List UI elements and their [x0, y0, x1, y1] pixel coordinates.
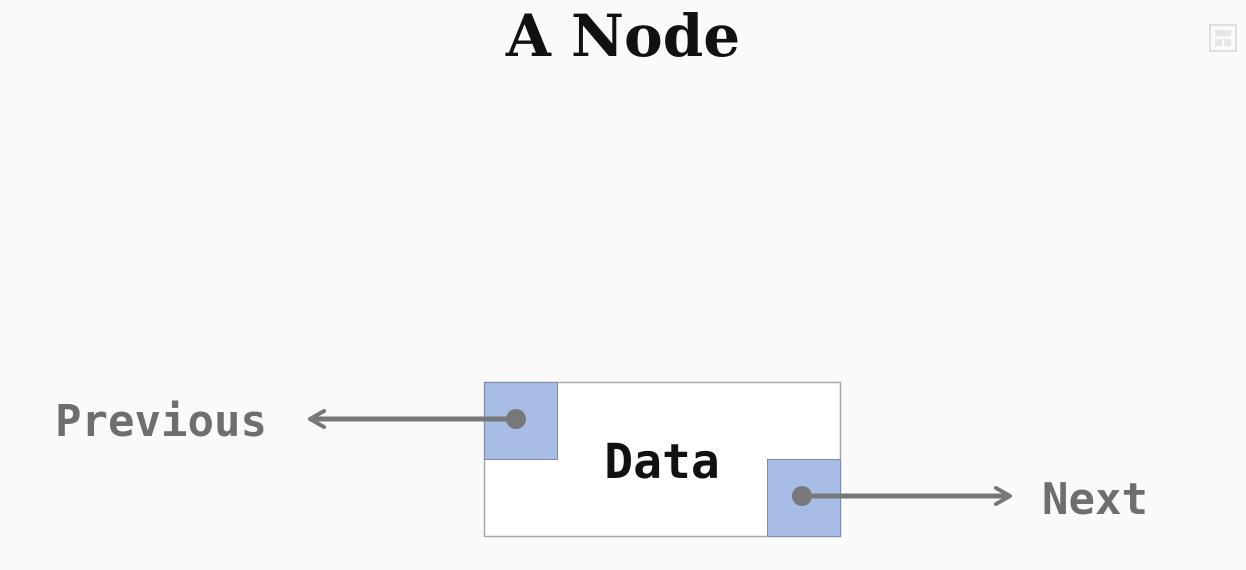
previous-pointer-dot [506, 409, 526, 429]
corner-logo-icon [1209, 24, 1237, 52]
slide-title: A Node [505, 2, 741, 70]
previous-label: Previous [55, 396, 267, 447]
data-label: Data [604, 434, 720, 490]
next-label: Next [1042, 474, 1148, 525]
next-pointer-dot [792, 486, 812, 506]
